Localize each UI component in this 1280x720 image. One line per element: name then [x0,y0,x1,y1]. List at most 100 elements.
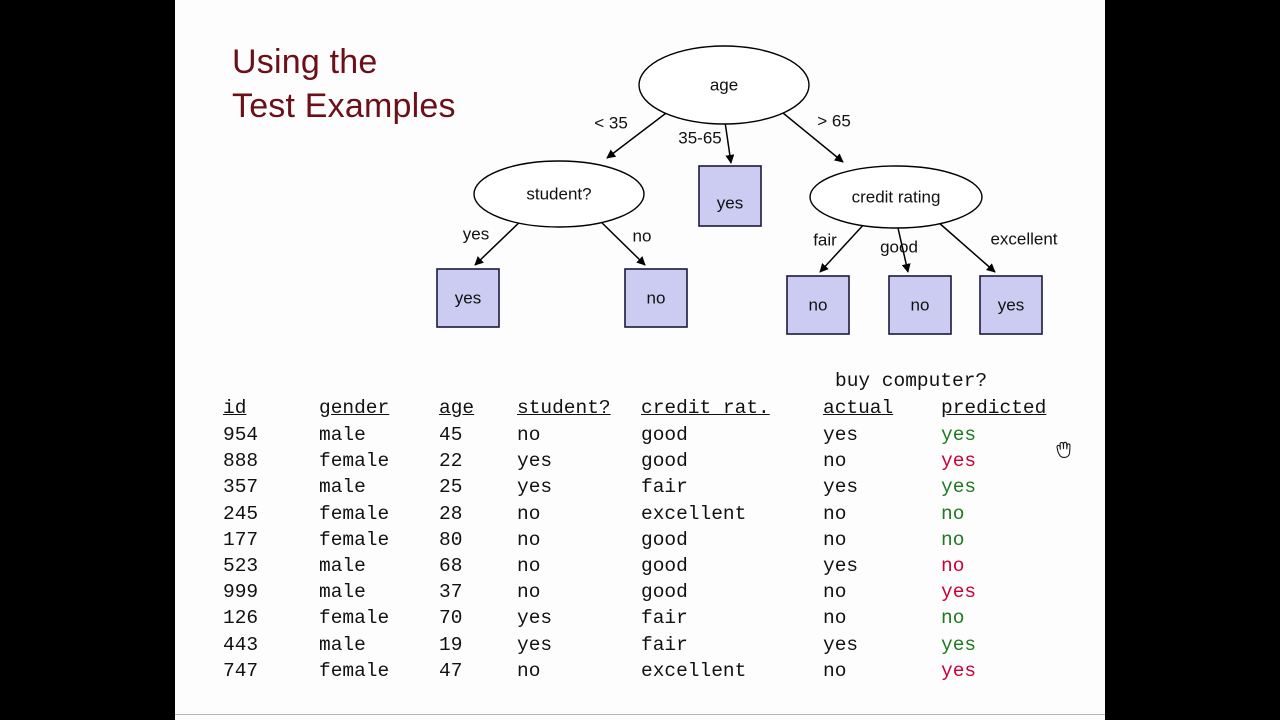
test-examples-table: buy computer? id gender age student? cre… [223,370,1081,686]
tree-leaf-yes-student[interactable] [436,268,500,328]
cell-actual: no [823,528,847,551]
cell-credit: excellent [641,502,747,525]
cell-student: no [517,659,541,682]
table-row: 245 female 28 no excellent no no [223,503,1081,529]
cell-gender: male [319,633,366,656]
edge-credit-to-good [897,227,911,273]
column-header-age: age [439,397,475,419]
cell-age: 19 [439,633,463,656]
column-header-student: student? [517,397,611,419]
tree-leaf-no-good[interactable] [888,275,952,335]
cell-age: 28 [439,502,463,525]
edge-label-student-yes: yes [463,224,489,243]
cell-gender: male [319,554,366,577]
cell-gender: male [319,424,366,446]
edge-label-excellent: excellent [990,229,1057,248]
edge-label-lt35: < 35 [594,113,628,132]
tree-leaf-no-good-label: no [911,295,930,314]
bottom-divider [175,714,1105,715]
cell-gender: female [319,607,390,630]
cell-gender: male [319,476,366,499]
decision-tree-diagram: age < 35 35-65 > 65 student? yes no cred… [175,0,1105,360]
cell-id: 126 [223,607,259,630]
cell-age: 47 [439,659,463,682]
cell-credit: good [641,450,688,473]
cell-id: 245 [223,502,259,525]
cell-id: 954 [223,424,259,446]
cell-predicted: no [941,554,965,577]
cell-predicted: yes [941,450,977,473]
cell-student: yes [517,476,553,499]
tree-leaf-yes-excellent[interactable] [979,275,1043,335]
cell-gender: female [319,659,390,682]
cell-actual: no [823,659,847,682]
cell-gender: female [319,450,390,473]
column-header-credit: credit rat. [641,397,770,419]
cell-gender: female [319,502,390,525]
cell-id: 177 [223,528,259,551]
cell-student: no [517,502,541,525]
cell-predicted: no [941,502,965,525]
tree-node-age-label: age [710,75,738,94]
tree-leaf-no-student[interactable] [624,268,688,328]
edge-credit-to-excellent [937,221,996,273]
edge-age-to-credit [771,103,844,163]
cell-student: yes [517,450,553,473]
tree-leaf-no-fair[interactable] [786,275,850,335]
cell-actual: no [823,581,847,604]
edge-label-35-65: 35-65 [678,128,721,147]
cell-age: 25 [439,476,463,499]
cell-predicted: yes [941,424,977,446]
cell-age: 37 [439,581,463,604]
tree-leaf-yes-middle[interactable] [698,165,762,227]
cell-actual: no [823,502,847,525]
tree-leaf-yes-middle-label: yes [717,193,743,212]
cell-credit: good [641,554,688,577]
cell-actual: no [823,450,847,473]
tree-node-age[interactable] [638,45,810,125]
tree-node-student[interactable] [473,160,645,228]
tree-leaf-no-student-label: no [647,288,666,307]
cell-credit: fair [641,476,688,499]
edge-label-student-no: no [633,226,652,245]
cell-age: 68 [439,554,463,577]
cell-id: 747 [223,659,259,682]
cell-actual: no [823,607,847,630]
cell-predicted: yes [941,633,977,656]
edge-credit-to-fair [819,221,867,273]
tree-leaf-yes-student-label: yes [455,288,481,307]
cell-actual: yes [823,424,859,446]
cell-credit: excellent [641,659,747,682]
cell-id: 443 [223,633,259,656]
cell-age: 70 [439,607,463,630]
edge-student-to-yes [474,215,527,266]
table-header-row: id gender age student? credit rat. actua… [223,397,1081,424]
cell-actual: yes [823,476,859,499]
cell-predicted: yes [941,581,977,604]
cell-credit: good [641,528,688,551]
edge-label-good: good [880,237,918,256]
table-group-header-row: buy computer? [223,370,1081,397]
cell-student: yes [517,607,553,630]
cell-age: 80 [439,528,463,551]
cell-student: no [517,581,541,604]
cell-gender: male [319,581,366,604]
cell-age: 45 [439,424,463,446]
edge-student-to-no [594,215,646,266]
cell-id: 357 [223,476,259,499]
cell-student: no [517,528,541,551]
tree-node-credit-rating[interactable] [809,165,983,229]
column-header-gender: gender [319,397,390,419]
group-header-buy-computer: buy computer? [835,370,988,392]
cell-actual: yes [823,554,859,577]
tree-node-credit-rating-label: credit rating [852,187,941,206]
cell-id: 523 [223,554,259,577]
tree-leaf-no-fair-label: no [809,295,828,314]
